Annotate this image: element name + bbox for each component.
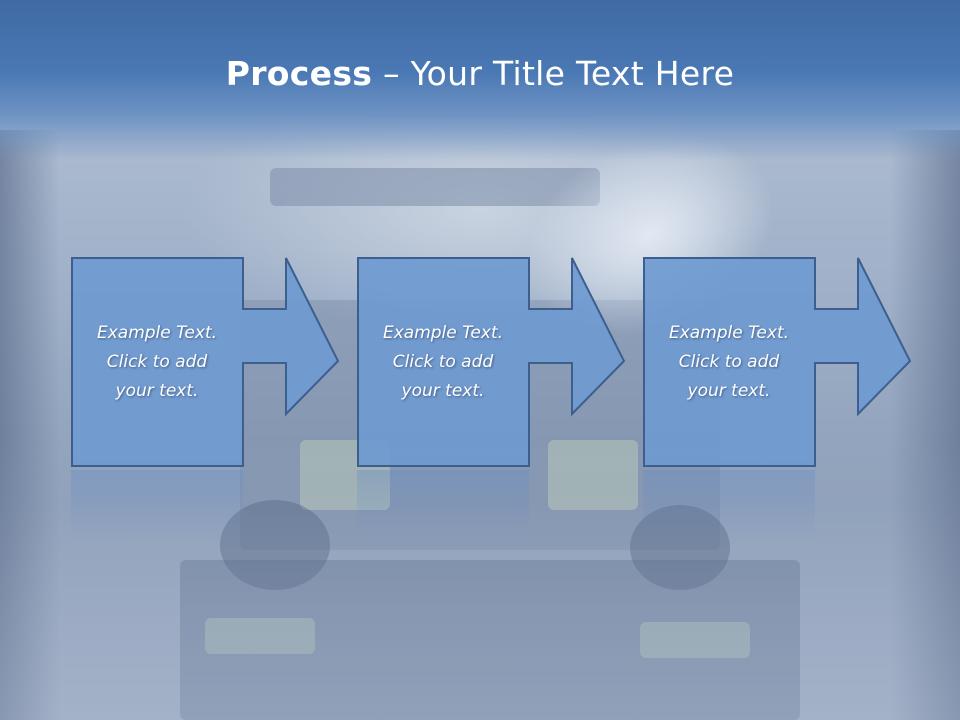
title-bar: Process – Your Title Text Here bbox=[0, 0, 960, 160]
step-reflection bbox=[71, 470, 243, 540]
slide-title[interactable]: Process – Your Title Text Here bbox=[0, 52, 960, 96]
arrow-shape-2 bbox=[357, 257, 626, 467]
arrow-shape-1 bbox=[71, 257, 340, 467]
step-reflection bbox=[643, 470, 815, 540]
title-bold: Process bbox=[225, 54, 373, 93]
step-reflection bbox=[357, 470, 529, 540]
process-step-1[interactable]: Example Text. Click to add your text. bbox=[71, 257, 417, 467]
step-2-text[interactable]: Example Text. Click to add your text. bbox=[382, 322, 504, 401]
arrow-shape-3 bbox=[643, 257, 912, 467]
title-rest: – Your Title Text Here bbox=[372, 54, 735, 93]
step-1-text[interactable]: Example Text. Click to add your text. bbox=[96, 322, 218, 401]
process-step-3[interactable]: Example Text. Click to add your text. bbox=[643, 257, 960, 467]
process-step-2[interactable]: Example Text. Click to add your text. bbox=[357, 257, 703, 467]
step-3-text[interactable]: Example Text. Click to add your text. bbox=[668, 322, 790, 401]
